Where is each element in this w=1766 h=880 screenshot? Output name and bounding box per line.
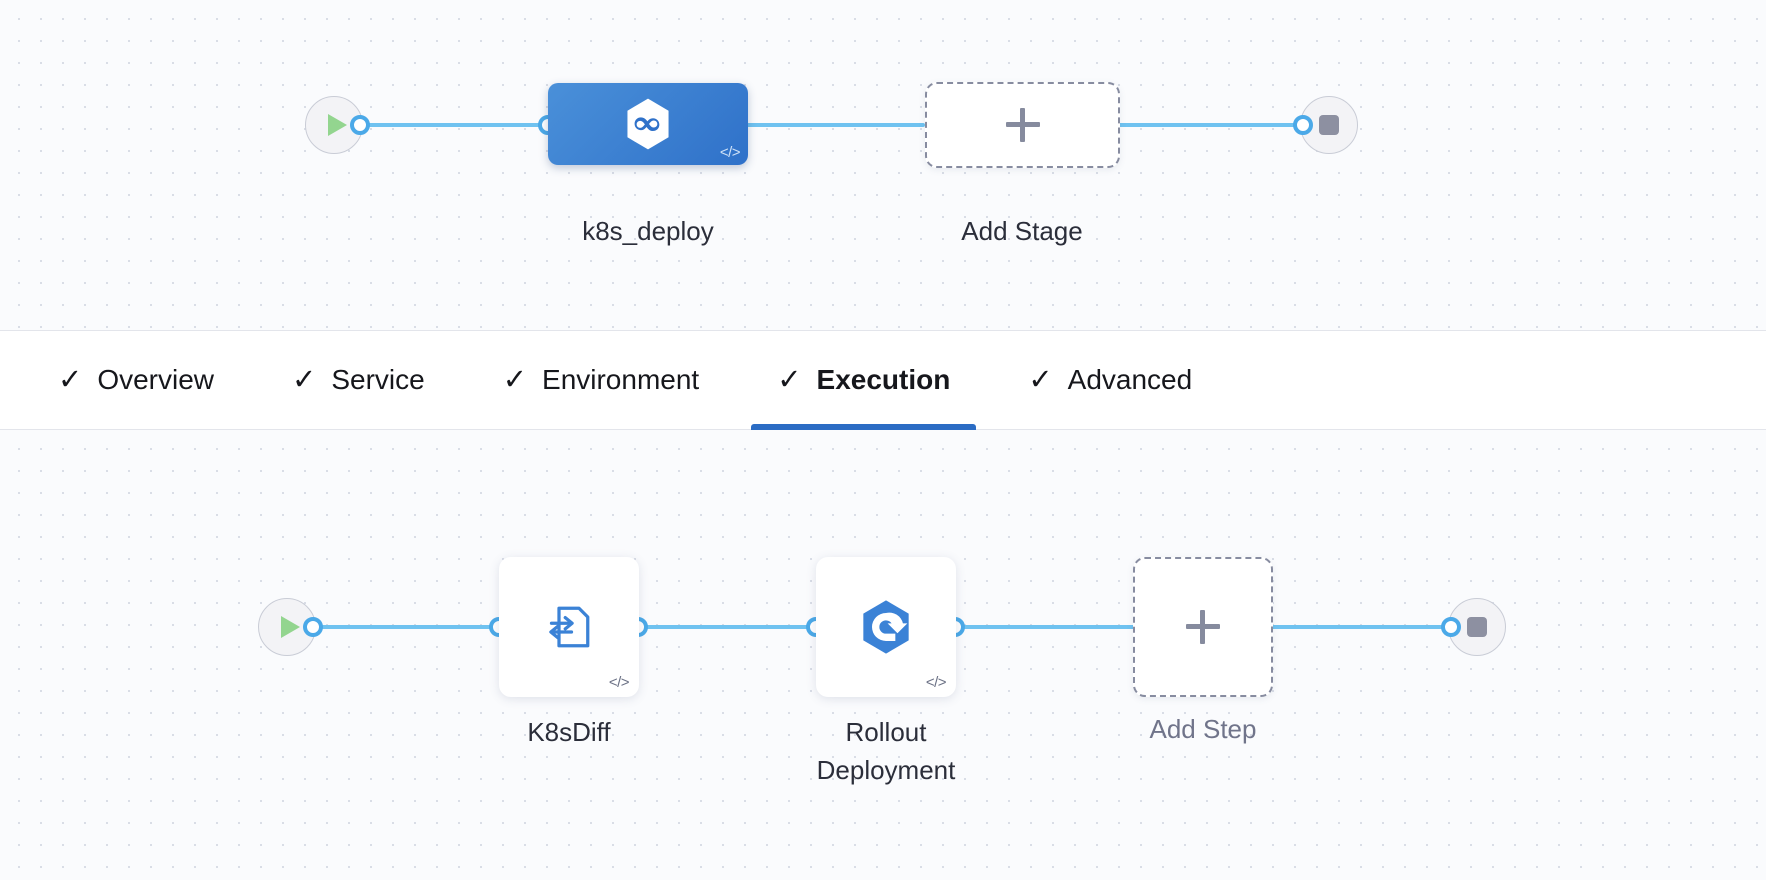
add-step-button[interactable] — [1133, 557, 1273, 697]
tab-execution[interactable]: ✓ Execution — [751, 331, 977, 430]
stage-start-node[interactable] — [305, 96, 363, 154]
connector-addstage-to-end — [1110, 123, 1305, 127]
check-icon: ✓ — [292, 363, 317, 396]
connector-start-to-k8sdeploy — [330, 123, 560, 127]
rollout-hexagon-icon — [863, 600, 909, 654]
tab-label: Service — [331, 364, 425, 395]
connector-start-to-k8sdiff — [285, 625, 515, 629]
stage-start-port[interactable] — [350, 115, 370, 135]
tab-advanced[interactable]: ✓ Advanced — [1002, 331, 1218, 429]
tab-label: Execution — [816, 364, 951, 395]
step-start-port[interactable] — [303, 617, 323, 637]
stage-pipeline-canvas[interactable]: </> k8s_deploy Add Stage — [0, 0, 1766, 330]
tab-environment[interactable]: ✓ Environment — [477, 331, 726, 429]
tab-overview[interactable]: ✓ Overview — [32, 331, 240, 429]
check-icon: ✓ — [502, 363, 528, 396]
execution-steps-canvas[interactable]: </> K8sDiff </> Rollout Deployment Add S… — [0, 430, 1766, 880]
tab-label: Overview — [97, 364, 215, 395]
k8s-diff-document-icon — [549, 606, 590, 648]
check-icon: ✓ — [777, 363, 802, 396]
stop-icon — [1319, 115, 1339, 135]
code-badge-icon: </> — [719, 144, 741, 161]
stage-node-k8s-deploy[interactable]: </> — [548, 83, 748, 165]
play-icon — [280, 616, 300, 638]
step-node-label-k8sdiff: K8sDiff — [527, 717, 611, 747]
play-icon — [327, 114, 347, 136]
code-badge-icon: </> — [925, 674, 947, 691]
step-end-port[interactable] — [1441, 617, 1461, 637]
add-step-label: Add Step — [1149, 714, 1257, 744]
harness-deploy-hexagon-icon — [627, 98, 669, 150]
add-stage-label: Add Stage — [961, 216, 1083, 246]
stage-end-port[interactable] — [1293, 115, 1313, 135]
add-stage-button[interactable] — [925, 82, 1120, 168]
plus-icon — [1005, 108, 1040, 142]
connector-k8sdiff-to-rollout — [635, 625, 825, 629]
code-badge-icon: </> — [608, 674, 630, 691]
step-node-k8sdiff[interactable]: </> — [499, 557, 639, 697]
check-icon: ✓ — [1028, 363, 1053, 396]
tab-label: Environment — [542, 364, 700, 395]
stop-icon — [1467, 617, 1487, 637]
connector-rollout-to-addstep — [945, 625, 1135, 629]
connector-k8sdeploy-to-addstage — [735, 123, 925, 127]
step-node-rollout-deployment[interactable]: </> — [816, 557, 956, 697]
plus-icon — [1186, 610, 1220, 644]
check-icon: ✓ — [58, 363, 83, 396]
step-node-label-rollout-deployment: Rollout Deployment — [816, 717, 956, 786]
tab-label: Advanced — [1067, 364, 1193, 395]
stage-node-label-k8s-deploy: k8s_deploy — [582, 216, 714, 246]
stage-config-tabs[interactable]: ✓ Overview ✓ Service ✓ Environment ✓ Exe… — [0, 330, 1766, 430]
tab-service[interactable]: ✓ Service — [266, 331, 451, 429]
connector-addstep-to-end — [1270, 625, 1465, 629]
